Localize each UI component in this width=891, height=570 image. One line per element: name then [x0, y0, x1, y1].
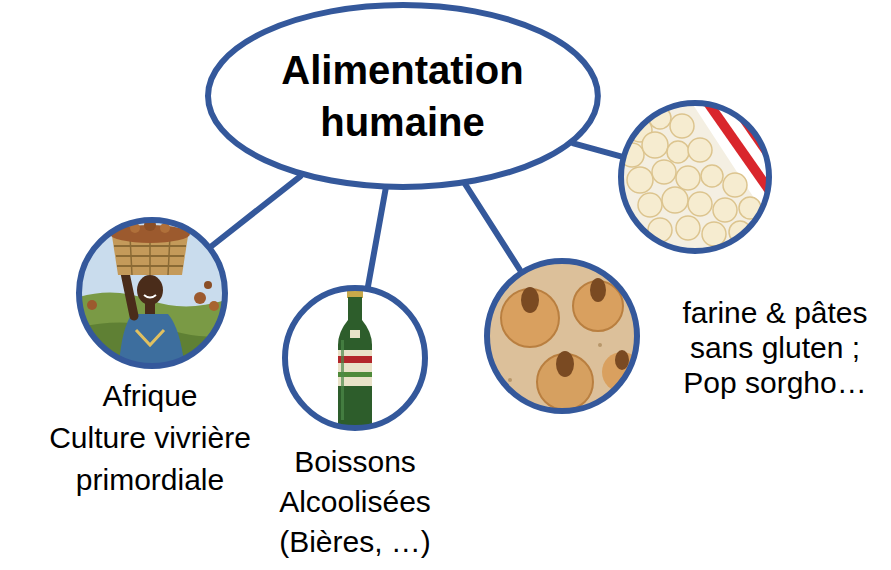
text-block: Alimentation humaine	[262, 44, 542, 148]
popcorn-photo	[615, 98, 775, 258]
central-ellipse: Alimentation humaine	[205, 2, 601, 190]
farmer-photo	[70, 210, 240, 380]
caption-block: AfriqueCulture vivrière primordiale	[30, 375, 270, 501]
connector-line	[368, 190, 386, 287]
circle-outline	[282, 285, 428, 431]
text-wrap: Alimentation humaine	[205, 2, 601, 190]
circle-outline	[76, 217, 228, 369]
connector-line	[573, 143, 620, 156]
outline-shape	[621, 103, 769, 251]
photo-circle	[487, 261, 637, 411]
bottle-photo	[280, 285, 430, 435]
photo-circle: AfriqueCulture vivrière primordiale	[76, 217, 228, 369]
caption-text: farine & pâtes sans gluten ; Pop sorgho…	[668, 295, 883, 400]
ellipse-outline	[205, 2, 601, 190]
caption-block: Boissons Alcoolisées (Bières, …)	[255, 442, 455, 562]
connector-line	[212, 176, 301, 246]
cookies-photo	[485, 258, 642, 414]
caption-text: Culture vivrière primordiale	[30, 417, 270, 501]
title-text: Alimentation humaine	[262, 44, 542, 148]
outline-shape	[208, 5, 598, 187]
caption-text: Afrique	[30, 375, 270, 417]
photo-circle: Boissons Alcoolisées (Bières, …)	[282, 285, 428, 431]
caption-text: Boissons Alcoolisées (Bières, …)	[255, 442, 455, 562]
photo-circle: farine & pâtes sans gluten ; Pop sorgho…	[618, 100, 772, 254]
caption-block: farine & pâtes sans gluten ; Pop sorgho…	[668, 295, 883, 400]
circle-outline	[618, 100, 772, 254]
outline-shape	[285, 288, 425, 428]
outline-shape	[79, 220, 225, 366]
